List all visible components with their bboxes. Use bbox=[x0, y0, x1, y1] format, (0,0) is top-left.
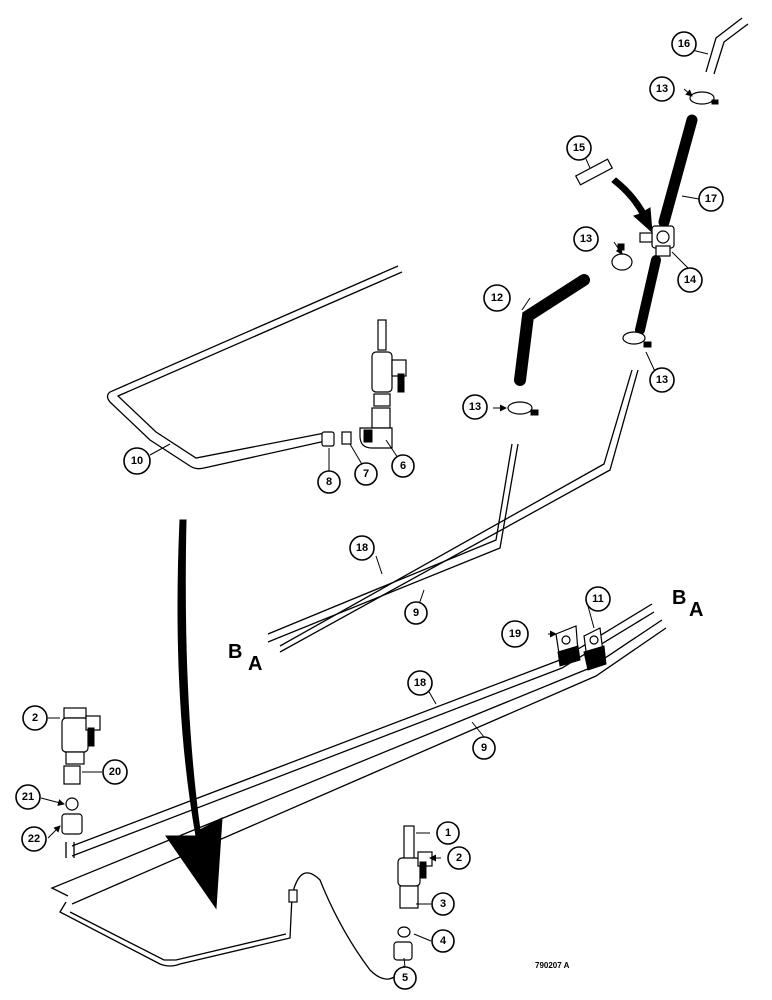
valve-assembly-left bbox=[61, 707, 101, 835]
tube-stub-left bbox=[65, 842, 75, 858]
line-label-a-left: A bbox=[248, 653, 262, 675]
callout-20: 20 bbox=[102, 759, 128, 785]
svg-text:2: 2 bbox=[32, 712, 38, 724]
callout-21: 21 bbox=[15, 784, 41, 810]
callout-7: 7 bbox=[354, 462, 378, 486]
callout-16: 16 bbox=[671, 31, 697, 57]
callout-5: 5 bbox=[393, 966, 417, 990]
tube-9-lower bbox=[50, 619, 667, 905]
svg-text:18: 18 bbox=[356, 542, 368, 554]
drawing-number: 790207 A bbox=[535, 961, 570, 970]
callout-19: 19 bbox=[501, 620, 529, 648]
clamp-13-lower-right bbox=[622, 331, 652, 348]
callout-15: 15 bbox=[566, 135, 592, 161]
callout-3: 3 bbox=[431, 892, 455, 916]
clamp-13-mid bbox=[611, 243, 633, 271]
svg-text:10: 10 bbox=[131, 455, 143, 467]
svg-text:9: 9 bbox=[481, 742, 487, 754]
svg-text:13: 13 bbox=[656, 374, 668, 386]
tube-end-cap bbox=[288, 889, 298, 903]
callout-2-bottom: 2 bbox=[447, 846, 471, 870]
callout-10: 10 bbox=[123, 447, 151, 475]
valve-assembly-bottom bbox=[393, 825, 433, 961]
svg-text:15: 15 bbox=[573, 142, 585, 154]
svg-text:17: 17 bbox=[705, 193, 717, 205]
tube-9-upper bbox=[279, 369, 639, 653]
callout-2-left: 2 bbox=[22, 705, 48, 731]
callout-9-lower: 9 bbox=[472, 736, 496, 760]
tube-lines bbox=[50, 265, 667, 980]
tube-thin-loop bbox=[291, 872, 405, 980]
line-label-b-right: B bbox=[672, 587, 686, 609]
svg-text:13: 13 bbox=[656, 83, 668, 95]
svg-text:11: 11 bbox=[592, 593, 604, 605]
callout-13-left: 13 bbox=[462, 394, 488, 420]
svg-text:6: 6 bbox=[400, 460, 406, 472]
callout-14: 14 bbox=[677, 267, 703, 293]
clamp-13-lower-left bbox=[507, 401, 539, 416]
callout-17: 17 bbox=[698, 186, 724, 212]
callout-11: 11 bbox=[585, 586, 611, 612]
svg-text:13: 13 bbox=[469, 401, 481, 413]
svg-text:13: 13 bbox=[580, 233, 592, 245]
svg-text:5: 5 bbox=[402, 972, 408, 984]
hose-lower-right bbox=[635, 255, 661, 335]
clip-11 bbox=[583, 627, 607, 671]
callout-13-right: 13 bbox=[649, 367, 675, 393]
svg-text:2: 2 bbox=[456, 852, 462, 864]
tee-fitting-14 bbox=[639, 225, 675, 257]
sleeve-15 bbox=[574, 158, 614, 186]
hose-17 bbox=[658, 114, 698, 228]
svg-text:14: 14 bbox=[684, 274, 697, 286]
svg-text:7: 7 bbox=[363, 468, 369, 480]
pointer-arrow-tee bbox=[611, 177, 653, 234]
line-label-a-right: A bbox=[689, 599, 703, 621]
callout-13-mid: 13 bbox=[573, 226, 599, 252]
callout-22: 22 bbox=[21, 826, 47, 852]
hose-16 bbox=[705, 17, 749, 75]
callout-18-lower: 18 bbox=[407, 670, 433, 696]
tube-10-outer bbox=[106, 265, 399, 470]
svg-text:19: 19 bbox=[509, 628, 521, 640]
line-label-b-left: B bbox=[228, 641, 242, 663]
svg-text:1: 1 bbox=[445, 827, 451, 839]
callout-9-upper: 9 bbox=[404, 601, 428, 625]
svg-text:20: 20 bbox=[109, 766, 121, 778]
svg-text:9: 9 bbox=[413, 607, 419, 619]
callout-4: 4 bbox=[431, 929, 455, 953]
valve-assembly-upper bbox=[321, 319, 407, 449]
hoses bbox=[514, 17, 749, 386]
callout-18-upper: 18 bbox=[349, 535, 375, 561]
svg-text:21: 21 bbox=[22, 791, 34, 803]
svg-text:3: 3 bbox=[440, 898, 446, 910]
callout-6: 6 bbox=[391, 454, 415, 478]
tube-bottom-loop bbox=[59, 895, 293, 967]
svg-text:18: 18 bbox=[414, 677, 426, 689]
pointer-arrow-large bbox=[165, 519, 223, 910]
svg-text:8: 8 bbox=[326, 476, 332, 488]
callout-8: 8 bbox=[317, 470, 341, 494]
svg-text:22: 22 bbox=[28, 833, 40, 845]
svg-text:16: 16 bbox=[678, 38, 690, 50]
clip-19 bbox=[555, 625, 581, 667]
clamps bbox=[507, 91, 719, 416]
clamp-13-top bbox=[689, 91, 719, 105]
callout-13-top: 13 bbox=[649, 76, 675, 102]
tube-10-inner bbox=[116, 271, 403, 459]
hose-12 bbox=[514, 274, 590, 386]
callout-12: 12 bbox=[483, 284, 511, 312]
tube-18-upper bbox=[267, 443, 519, 643]
callout-1: 1 bbox=[436, 821, 460, 845]
svg-text:4: 4 bbox=[440, 935, 447, 947]
svg-text:12: 12 bbox=[491, 292, 503, 304]
